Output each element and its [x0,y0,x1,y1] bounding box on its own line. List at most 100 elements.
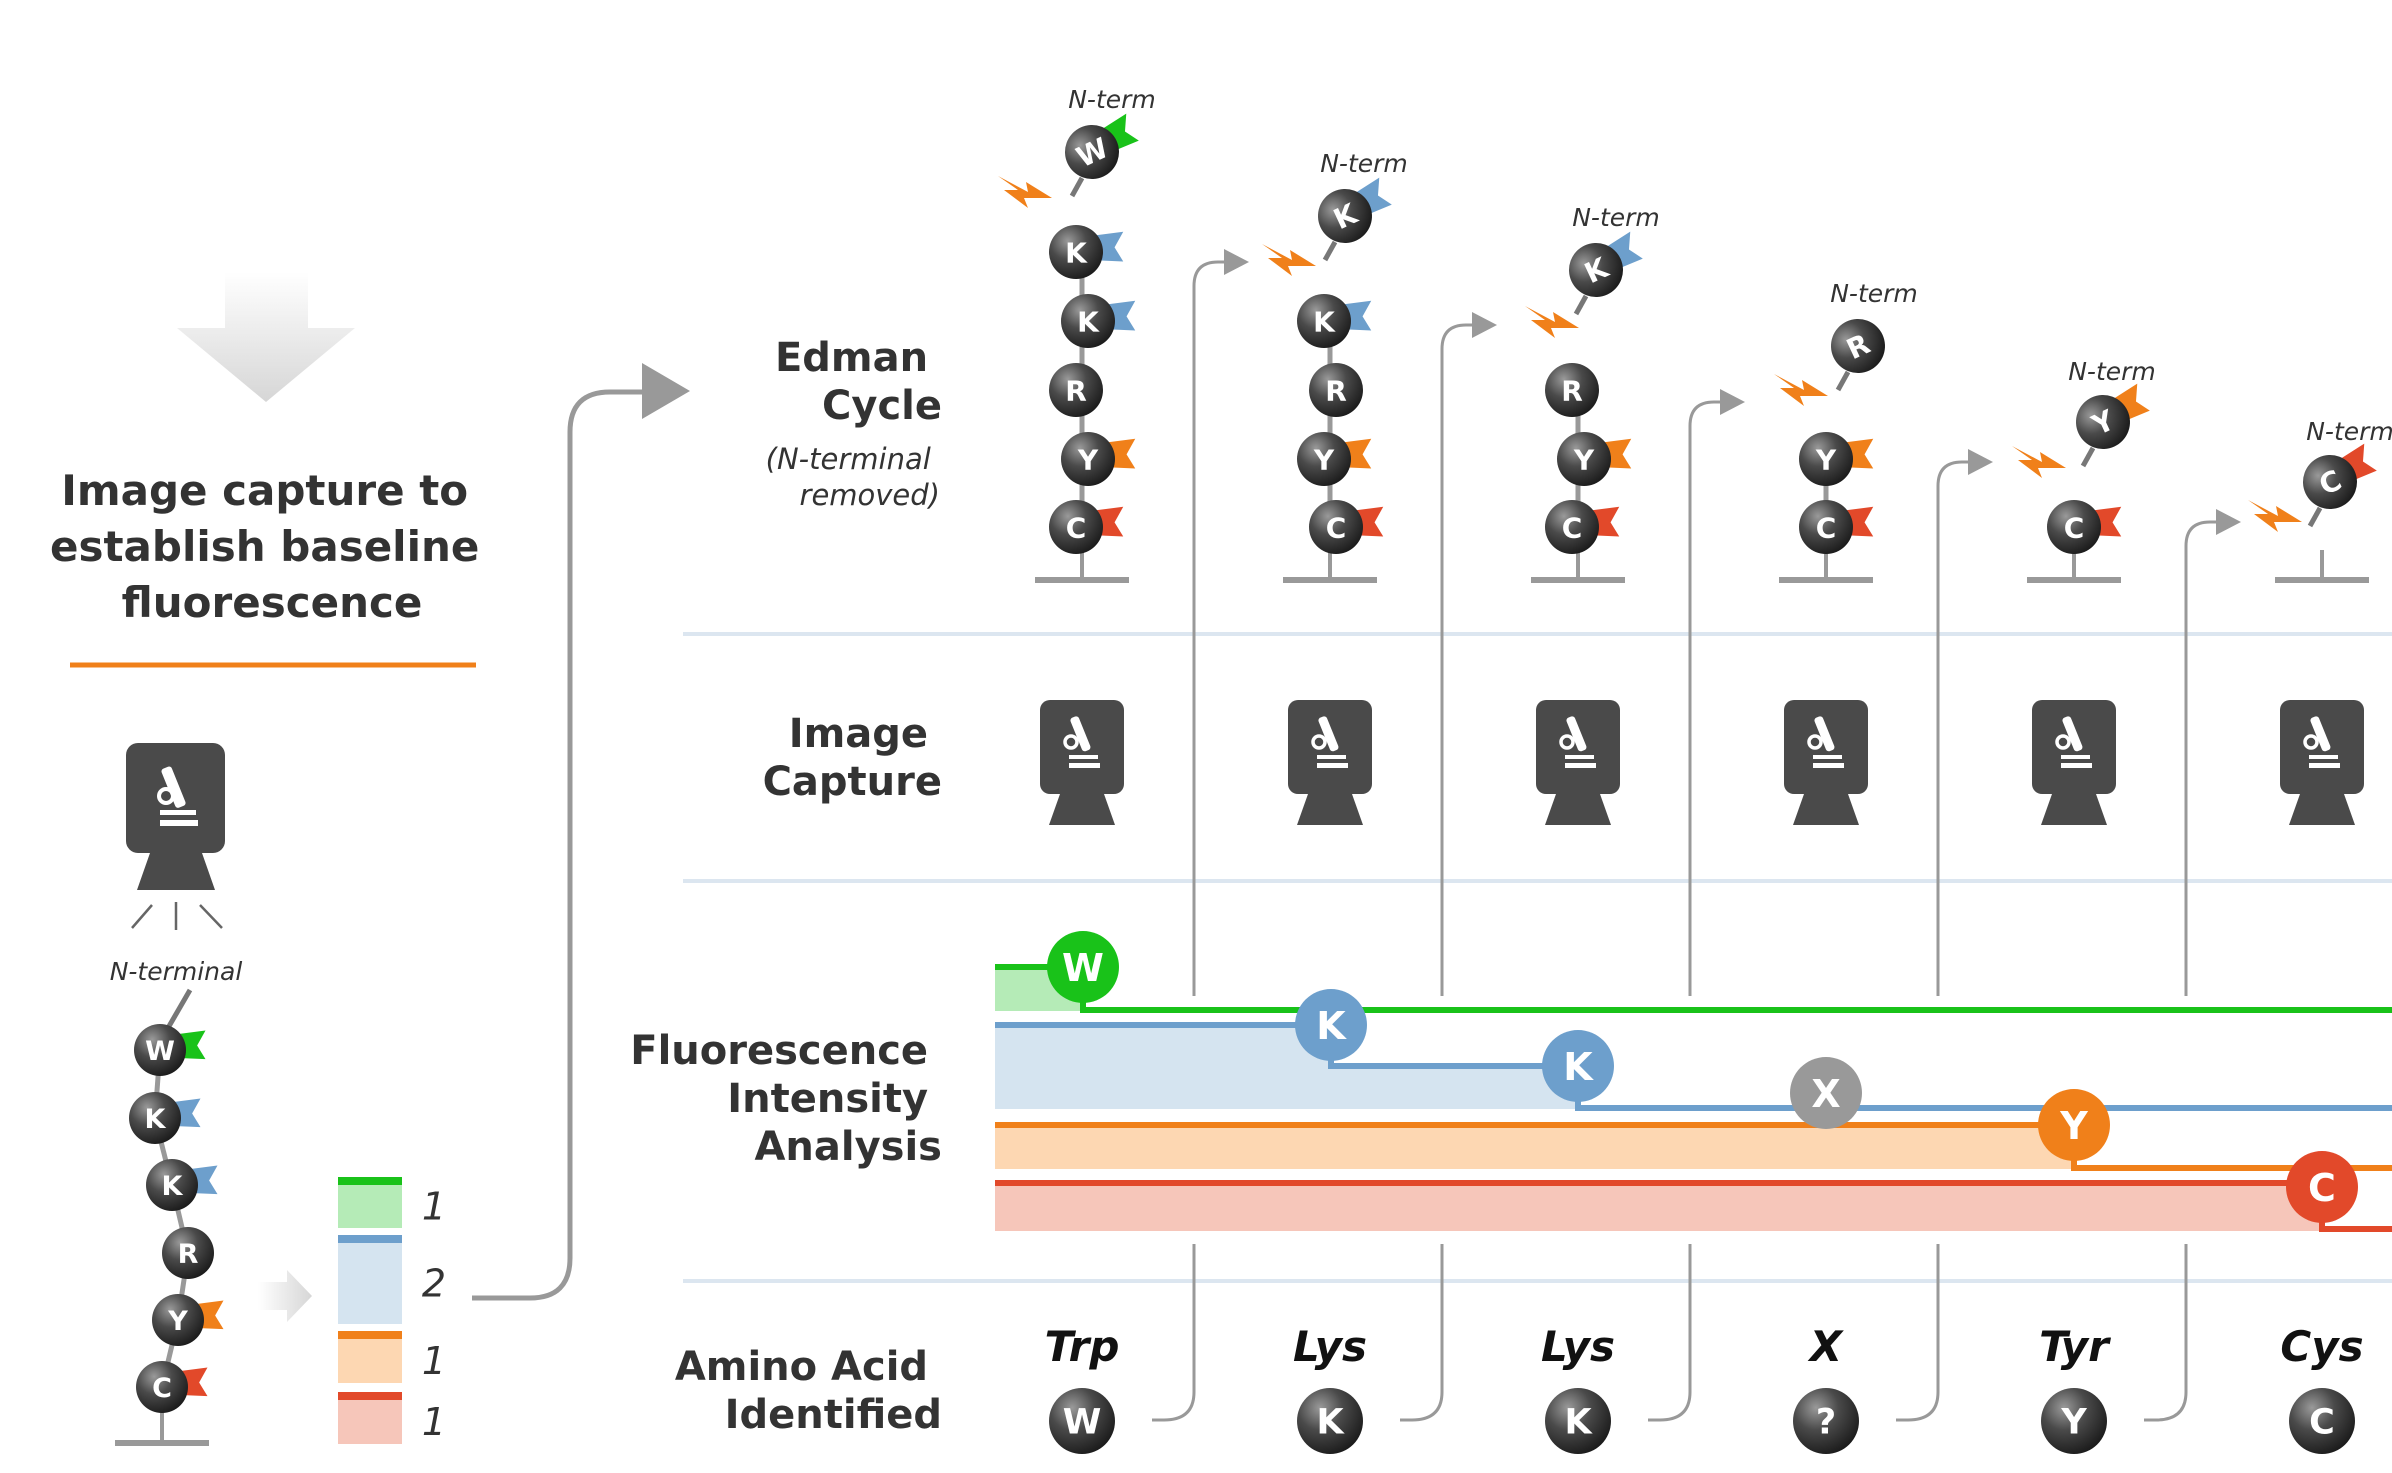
sphere-body [1297,432,1351,486]
image-capture-title: Image Capture [763,711,942,805]
edman-cycle: CN-term [2248,417,2392,583]
sphere-body [1318,189,1372,243]
sphere-body [136,1361,188,1413]
sphere-body [134,1024,186,1076]
marker-letter: Y [2059,1104,2088,1148]
small-right-arrow-icon [258,1270,312,1322]
sphere-letter: K [1313,305,1336,338]
sphere-letter: K [162,1171,184,1202]
legend-bar-orange [338,1331,402,1339]
microscope-icon [1807,716,1844,768]
identified-name: Lys [1541,1322,1615,1371]
fluorescence-marker: K [1542,1030,1614,1102]
connector-arrowhead-icon [1720,389,1745,415]
fluorescence-marker: W [1047,931,1119,1003]
peptide-tail [165,988,193,1030]
amino-acid-sphere: C [1545,500,1620,554]
amino-acid-sphere: K [146,1159,218,1211]
cycle-connector [2184,520,2216,996]
amino-acid-sphere: K [1569,231,1643,297]
sphere-letter: C [1562,511,1583,544]
cycle-connector [1688,400,1720,996]
marker-letter: K [1563,1045,1594,1089]
sphere-body [152,1294,204,1346]
amino-acid-sphere: K [129,1092,201,1144]
cycle-connector [1440,323,1472,996]
sphere-body [1061,432,1115,486]
trace-green [995,964,2392,1013]
amino-acid-sphere: K [1297,294,1372,348]
sphere-body [1799,500,1853,554]
edman-cycle: CYN-term [2012,357,2156,583]
cycle-connector [1936,460,1968,996]
legend-bar-green [338,1177,402,1185]
legend-swatch-red [338,1398,402,1444]
sphere-letter: ? [1816,1403,1836,1443]
sphere-body [2041,1388,2107,1454]
fluorescence-marker: Y [2038,1089,2110,1161]
microscope-icon [1063,716,1100,768]
trace-blue [995,1022,2392,1111]
camera-icon [1288,700,1372,825]
down-arrow-icon [177,272,355,402]
legend-bar-red [338,1392,402,1400]
legend-count: 2 [422,1262,446,1306]
sphere-body [1297,294,1351,348]
microscope-icon [1559,716,1596,768]
connector-arrowhead-icon [2216,509,2241,535]
amino-acid-sphere: C [2289,1388,2355,1454]
amino-acid-sphere: W [1065,113,1139,179]
legend-count: 1 [422,1339,446,1383]
baseline-title: Image capture to establish baseline fluo… [50,466,494,627]
amino-acid-sphere: K [1297,1388,1363,1454]
microscope-icon [2303,716,2340,768]
sphere-body [2303,455,2357,509]
sphere-body [1557,432,1611,486]
cycle-connectors [1152,249,2241,1422]
connector-arrowhead-icon [642,363,690,419]
camera-rays [131,902,223,930]
amino-acid-sphere: R [162,1227,214,1279]
sphere-letter: K [1077,305,1100,338]
sphere-letter: R [1561,374,1583,407]
sphere-body [1799,432,1853,486]
sphere-body [162,1227,214,1279]
marker-letter: K [1316,1004,1347,1048]
amino-acid-sphere: R [1831,318,1885,373]
identified-connector [2144,1244,2188,1422]
identified-name: Trp [1045,1322,1120,1371]
sphere-letter: W [1063,1403,1102,1443]
sphere-body [2076,395,2130,449]
sphere-letter: Y [1573,443,1595,476]
peptide-tail [1069,176,1085,198]
sphere-body [129,1092,181,1144]
amino-acid-sphere: K [1061,294,1136,348]
amino-acid-sphere: Y [1297,432,1372,486]
amino-acid-sphere: K [1049,225,1124,279]
identified-connector [1648,1244,1692,1422]
marker-letter: X [1811,1072,1840,1116]
peptide-tail [1322,240,1338,262]
sphere-body [1545,1388,1611,1454]
amino-acid-sphere: C [2303,443,2377,509]
sphere-letter: C [1816,511,1837,544]
identified-name: Cys [2280,1322,2363,1371]
edman-cycle-subtitle: (N-terminal removed) [766,442,940,512]
amino-acid-sphere: ? [1793,1388,1859,1454]
peptide-tail [1573,294,1589,316]
sphere-letter: Y [1815,443,1837,476]
sphere-letter: C [2309,1403,2335,1443]
camera-icon [1040,700,1124,825]
sphere-letter: Y [167,1306,188,1337]
sphere-body [1831,318,1885,373]
sphere-letter: R [178,1239,199,1270]
lightning-icon [1262,244,1316,276]
fill-red [995,1183,2322,1231]
lightning-icon [1525,306,1579,338]
